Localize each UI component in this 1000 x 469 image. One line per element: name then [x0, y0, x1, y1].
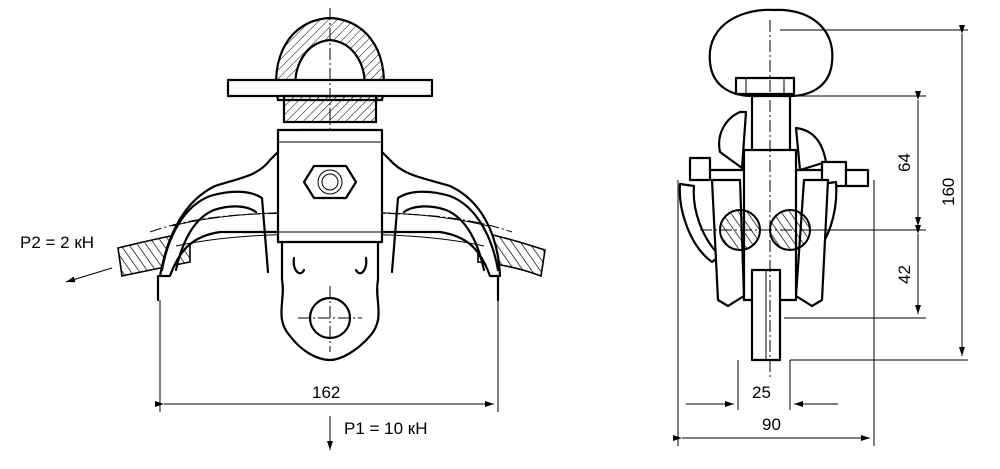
side-view: 25 90 64 42 160 — [673, 8, 968, 446]
dimension-162: 162 — [155, 300, 499, 412]
dim-label-25: 25 — [752, 383, 771, 402]
force-p2: P2 = 2 кН — [20, 233, 113, 283]
dimension-64: 64 — [895, 91, 921, 226]
dimension-90: 90 — [673, 180, 875, 446]
force-p1: P1 = 10 кН — [327, 416, 428, 450]
saddle-body — [149, 128, 513, 362]
dimension-25: 25 — [686, 360, 838, 410]
dim-label-160: 160 — [939, 178, 958, 206]
clamp-block — [276, 128, 384, 244]
front-view: 162 P1 = 10 кН P2 = 2 кН — [20, 8, 546, 450]
force-label-p2: P2 = 2 кН — [20, 233, 94, 252]
force-label-p1: P1 = 10 кН — [344, 419, 428, 438]
dimension-160: 160 — [939, 25, 965, 356]
dim-label-162: 162 — [312, 383, 340, 402]
shackle-top — [226, 8, 434, 130]
dim-label-90: 90 — [762, 415, 781, 434]
hex-nut — [302, 164, 358, 200]
lower-lug — [292, 256, 368, 352]
dim-label-64: 64 — [895, 153, 914, 172]
dim-label-42: 42 — [895, 265, 914, 284]
dimension-42: 42 — [895, 225, 921, 314]
